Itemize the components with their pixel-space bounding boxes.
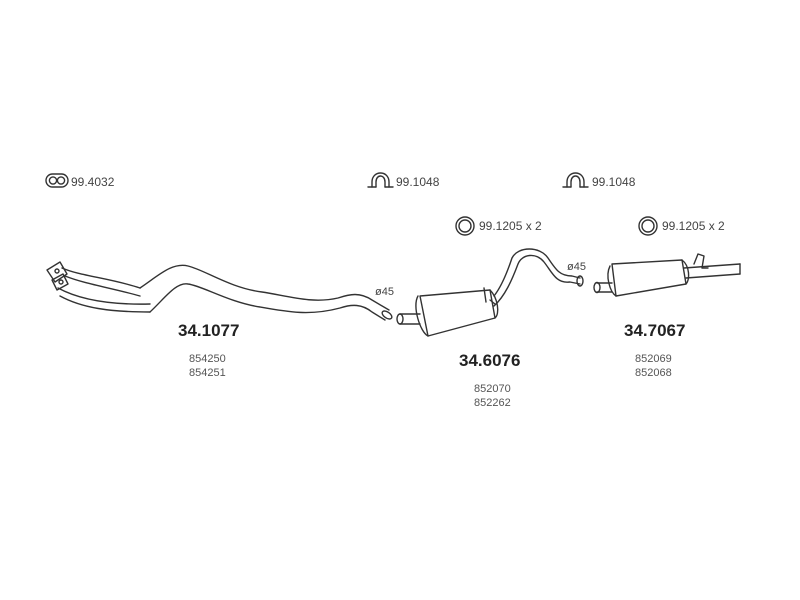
oem-number: 852262 <box>474 397 511 409</box>
double-ring-gasket-icon <box>45 173 69 188</box>
middle-pipe-diameter: ø45 <box>567 261 586 273</box>
front-pipe-drawing <box>46 261 393 321</box>
ring-gasket-icon <box>455 216 475 236</box>
part-number-front-pipe: 34.1077 <box>178 321 240 340</box>
ring-gasket-icon <box>638 216 658 236</box>
middle-silencer-drawing <box>396 248 584 337</box>
oem-list-rear-silencer: 852069 852068 <box>635 352 672 380</box>
u-clamp-icon <box>367 172 394 188</box>
front-pipe-diameter: ø45 <box>375 286 394 298</box>
oem-list-front-pipe: 854250 854251 <box>189 352 226 380</box>
clamp-code-rear: 99.1048 <box>592 175 636 189</box>
oem-number: 852070 <box>474 383 511 395</box>
oem-number: 854251 <box>189 367 226 379</box>
oem-number: 854250 <box>189 353 226 365</box>
u-clamp-icon <box>562 172 589 188</box>
rear-silencer-drawing <box>593 253 741 297</box>
gasket-code: 99.4032 <box>71 175 115 189</box>
part-number-rear-silencer: 34.7067 <box>624 321 686 340</box>
clamp-code-front: 99.1048 <box>396 175 440 189</box>
ring-code-rear: 99.1205 x 2 <box>662 219 725 233</box>
oem-list-middle-silencer: 852070 852262 <box>474 382 511 410</box>
oem-number: 852068 <box>635 367 672 379</box>
part-number-middle-silencer: 34.6076 <box>459 351 521 370</box>
ring-code-middle: 99.1205 x 2 <box>479 219 542 233</box>
oem-number: 852069 <box>635 353 672 365</box>
